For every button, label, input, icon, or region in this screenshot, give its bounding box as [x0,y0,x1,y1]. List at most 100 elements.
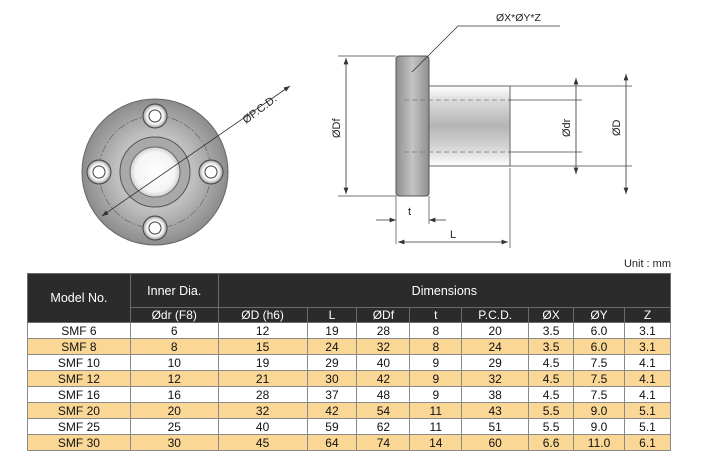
table-cell: 6.0 [573,338,625,355]
table-cell: 21 [217,370,308,387]
table-cell: 3.5 [528,322,575,339]
table-cell: 48 [356,386,411,403]
header-model-no: Model No. [27,273,131,323]
model-cell: SMF 30 [27,434,131,451]
table-cell: 6.6 [528,434,575,451]
table-cell: 15 [217,338,308,355]
table-cell: 14 [409,434,463,451]
table-cell: 51 [461,418,530,435]
table-cell: 32 [217,402,308,419]
table-cell: 19 [217,354,308,371]
header-inner-dia: Inner Dia. [129,273,219,308]
table-cell: 6 [129,322,219,339]
table-cell: 28 [356,322,411,339]
col-header-pcd: P.C.D. [461,307,530,323]
front-view: ØP.C.D. [81,85,291,246]
table-cell: 3.5 [528,338,575,355]
pcd-label: ØP.C.D. [241,93,280,126]
unit-note: Unit : mm [623,258,671,270]
table-cell: 29 [461,354,530,371]
table-cell: 29 [306,354,358,371]
table-cell: 8 [409,338,463,355]
table-cell: 60 [461,434,530,451]
table-cell: 7.5 [573,386,625,403]
model-cell: SMF 12 [27,370,131,387]
table-cell: 74 [356,434,411,451]
table-cell: 9.0 [573,418,625,435]
table-cell: 4.5 [528,370,575,387]
table-cell: 4.5 [528,386,575,403]
hole-spec-label: ØX*ØY*Z [496,12,542,24]
table-cell: 24 [306,338,358,355]
table-cell: 32 [356,338,411,355]
table-cell: 9.0 [573,402,625,419]
t-label: t [408,206,411,218]
l-label: L [450,229,456,241]
table-cell: 12 [129,370,219,387]
technical-drawing: ØP.C.D. ØX*ØY*Z ØDf Ødr ØD t [81,12,632,248]
table-cell: 4.1 [623,354,672,371]
col-header-t: t [409,307,463,323]
table-cell: 5.5 [528,418,575,435]
header-dimensions: Dimensions [217,273,672,308]
table-cell: 5.5 [528,402,575,419]
table-cell: 11.0 [573,434,625,451]
table-cell: 5.1 [623,418,672,435]
table-cell: 11 [409,418,463,435]
spec-table: Model No. Inner Dia. Dimensions Ødr (F8)… [27,273,672,451]
hole-leader [411,25,560,73]
table-cell: 37 [306,386,358,403]
model-cell: SMF 25 [27,418,131,435]
table-cell: 19 [306,322,358,339]
table-cell: 38 [461,386,530,403]
df-label: ØDf [331,118,343,139]
col-header-x: ØX [528,307,575,323]
dr-label: Ødr [561,118,573,137]
col-header-d: ØD (h6) [217,307,308,323]
model-cell: SMF 8 [27,338,131,355]
table-cell: 16 [129,386,219,403]
col-header-y: ØY [573,307,625,323]
table-cell: 59 [306,418,358,435]
table-cell: 32 [461,370,530,387]
table-cell: 9 [409,386,463,403]
table-cell: 11 [409,402,463,419]
table-cell: 8 [409,322,463,339]
table-cell: 20 [461,322,530,339]
model-cell: SMF 20 [27,402,131,419]
table-cell: 25 [129,418,219,435]
model-cell: SMF 16 [27,386,131,403]
table-cell: 64 [306,434,358,451]
table-cell: 7.5 [573,354,625,371]
d-label: ØD [611,119,623,136]
table-cell: 30 [306,370,358,387]
table-cell: 12 [217,322,308,339]
table-cell: 3.1 [623,322,672,339]
table-cell: 4.1 [623,370,672,387]
table-cell: 40 [356,354,411,371]
col-header-df: ØDf [356,307,411,323]
table-cell: 24 [461,338,530,355]
table-cell: 9 [409,354,463,371]
table-cell: 42 [306,402,358,419]
table-cell: 45 [217,434,308,451]
nut-body [424,85,511,167]
table-cell: 5.1 [623,402,672,419]
col-header-z: Z [623,307,672,323]
table-cell: 7.5 [573,370,625,387]
side-view: ØX*ØY*Z ØDf Ødr ØD t L [331,12,632,248]
col-header-l: L [306,307,358,323]
table-cell: 40 [217,418,308,435]
table-cell: 43 [461,402,530,419]
model-cell: SMF 6 [27,322,131,339]
table-cell: 30 [129,434,219,451]
pcd-leader [101,85,291,217]
